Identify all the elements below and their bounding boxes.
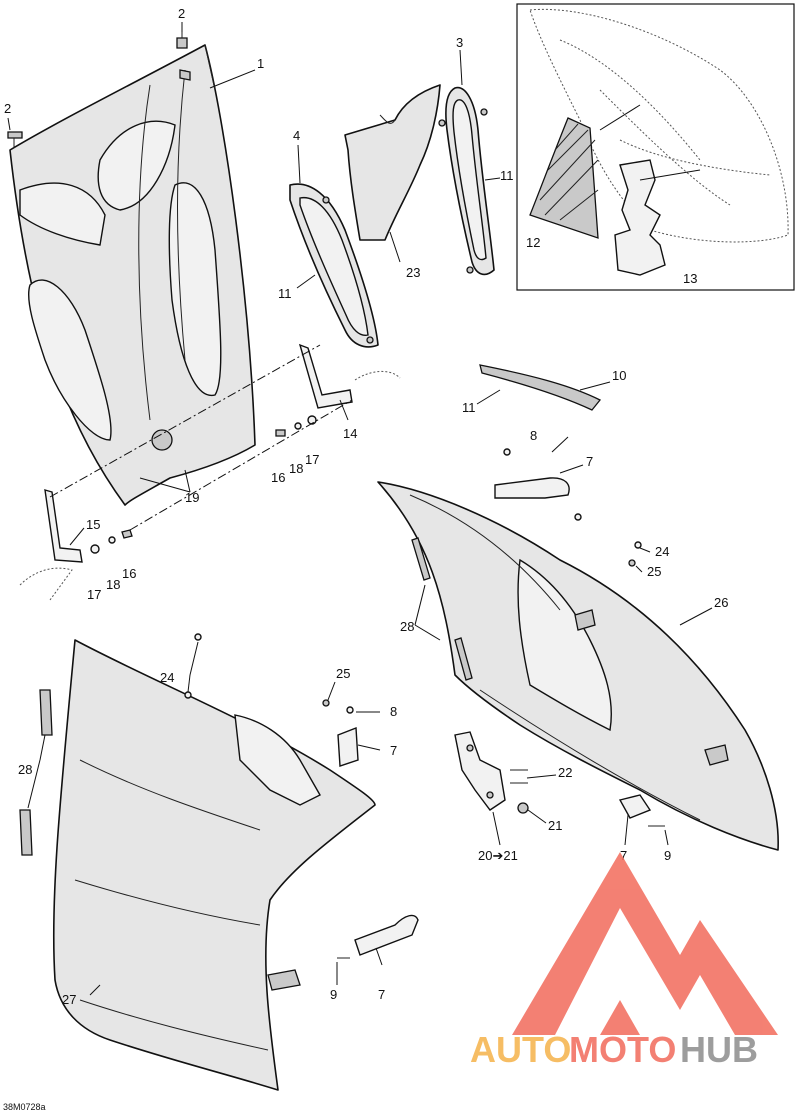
callout-2-top: 2 — [178, 6, 185, 21]
fasteners — [184, 448, 665, 959]
callout-18-bottom: 18 — [106, 577, 120, 592]
callout-24-right: 24 — [655, 544, 669, 559]
watermark-moto: MOTO — [569, 1029, 676, 1070]
part-10-deflector — [479, 364, 602, 411]
part-12-mesh-panel — [529, 117, 599, 239]
part-4-vent-frame — [289, 183, 379, 348]
inset-detail-box — [516, 3, 795, 291]
part-27-lower-side-panel — [52, 639, 376, 1091]
callout-15: 15 — [86, 517, 100, 532]
part-14-bracket — [298, 343, 401, 409]
callout-1: 1 — [257, 56, 264, 71]
callout-11-mid: 11 — [462, 400, 476, 415]
callout-23: 23 — [406, 265, 420, 280]
watermark-auto: AUTO — [470, 1029, 571, 1070]
callout-28-right: 28 — [400, 619, 414, 634]
callout-4: 4 — [293, 128, 300, 143]
part-13-foam-block — [614, 159, 666, 276]
part-20-bracket — [454, 731, 506, 811]
callout-20-21: 20➔21 — [478, 848, 518, 863]
callout-12: 12 — [526, 235, 540, 250]
callout-7-bottom: 7 — [378, 987, 385, 1002]
callout-14: 14 — [343, 426, 357, 441]
callout-9-bottom: 9 — [330, 987, 337, 1002]
leader-lines — [7, 22, 713, 996]
callout-22: 22 — [558, 765, 572, 780]
callout-11-left: 11 — [278, 286, 292, 301]
callout-8-bottom: 8 — [390, 704, 397, 719]
callout-10: 10 — [612, 368, 626, 383]
callout-21: 21 — [548, 818, 562, 833]
callout-28-left: 28 — [18, 762, 32, 777]
callout-17-top: 17 — [305, 452, 319, 467]
callout-11-right: 11 — [500, 168, 514, 183]
callout-25-left: 25 — [336, 666, 350, 681]
part-2-clip-top — [176, 30, 188, 49]
part-28-strips — [19, 537, 473, 856]
callout-18-top: 18 — [289, 461, 303, 476]
callout-7-middle: 7 — [390, 743, 397, 758]
part-7-handle-lower-right — [618, 794, 652, 819]
callout-labels: 1 2 2 3 4 11 11 11 23 12 13 10 14 8 7 16… — [3, 6, 728, 1112]
automotohub-watermark-logo: AUTO MOTO HUB — [470, 852, 778, 1070]
callout-26: 26 — [714, 595, 728, 610]
part-2-clip-left — [7, 131, 23, 148]
part-15-bracket — [19, 489, 83, 601]
callout-24-left: 24 — [160, 670, 174, 685]
callout-8-top: 8 — [530, 428, 537, 443]
callout-19: 19 — [185, 490, 199, 505]
part-23-foam-insert — [344, 84, 441, 241]
watermark-hub: HUB — [680, 1029, 758, 1070]
callout-3: 3 — [456, 35, 463, 50]
callout-27: 27 — [62, 992, 76, 1007]
part-7-handle-bottom — [354, 914, 419, 956]
part-26-right-side-panel — [377, 481, 779, 851]
part-7-handle-middle — [337, 727, 359, 767]
reference-code: 38M0728a — [3, 1102, 46, 1112]
part-3-vent-grille — [438, 86, 495, 276]
callout-16-top: 16 — [271, 470, 285, 485]
part-7-handle-upper — [494, 477, 570, 499]
callout-17-bottom: 17 — [87, 587, 101, 602]
part-1-upper-side-panel — [9, 44, 256, 506]
callout-2-left: 2 — [4, 101, 11, 116]
callout-7-right: 7 — [620, 848, 627, 863]
callout-16-bottom: 16 — [122, 566, 136, 581]
hardware-16-17-18-lower — [90, 529, 133, 554]
callout-7-top: 7 — [586, 454, 593, 469]
part-21-grommet — [517, 802, 529, 814]
callout-25-right: 25 — [647, 564, 661, 579]
callout-13: 13 — [683, 271, 697, 286]
callout-9-right: 9 — [664, 848, 671, 863]
